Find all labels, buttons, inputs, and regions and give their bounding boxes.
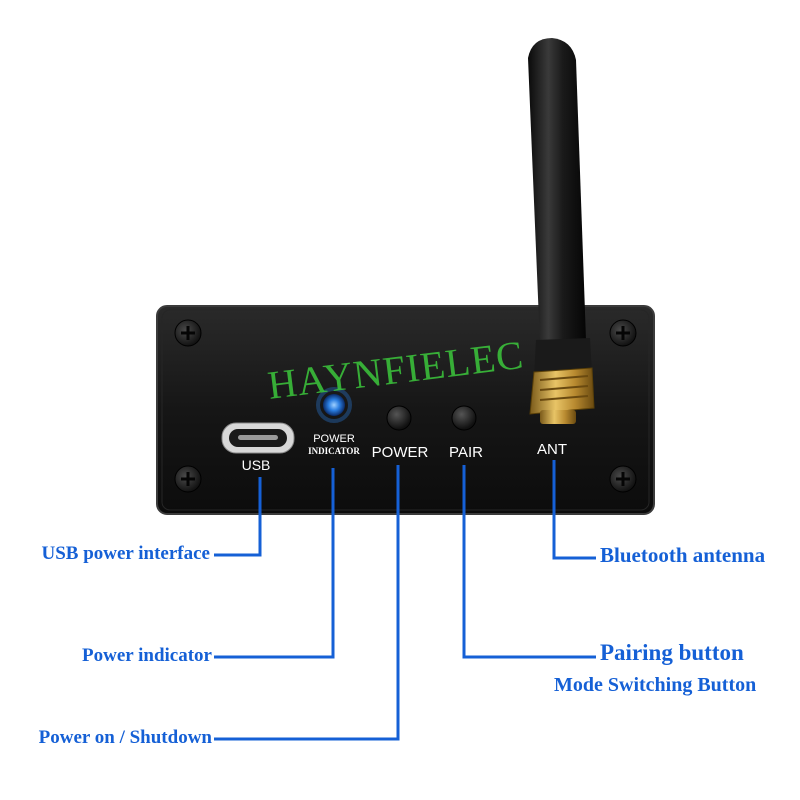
antenna [528,38,592,378]
leader-lines [214,460,596,741]
power-button [386,405,412,431]
leader-line-power-indicator [214,468,335,659]
screw-icon [609,465,637,493]
power-panel-label: POWER [371,444,429,461]
callout-power-indicator: Power indicator [82,645,212,666]
power-indicator-panel-label-line2: INDICATOR [308,446,360,456]
callout-usb-power-interface: USB power interface [41,543,210,564]
sma-connector-icon [529,367,595,424]
usb-c-port-icon [221,422,295,454]
power-indicator-led [316,387,352,423]
callout-pairing-button: Pairing button [600,640,744,665]
leader-line-pair [462,465,596,659]
callout-bluetooth-antenna: Bluetooth antenna [600,543,766,567]
pair-button [451,405,477,431]
screw-icon [174,319,202,347]
power-indicator-panel-label: POWER [313,433,355,445]
leader-line-antenna [552,460,596,560]
leader-line-power-button [214,465,400,741]
callout-power-on-shutdown: Power on / Shutdown [38,727,212,748]
screw-icon [174,465,202,493]
leader-line-usb [214,477,262,557]
callout-mode-switching-button: Mode Switching Button [554,674,757,696]
usb-panel-label: USB [241,457,271,473]
screw-icon [609,319,637,347]
pair-panel-label: PAIR [449,444,483,461]
ant-panel-label: ANT [537,441,567,458]
